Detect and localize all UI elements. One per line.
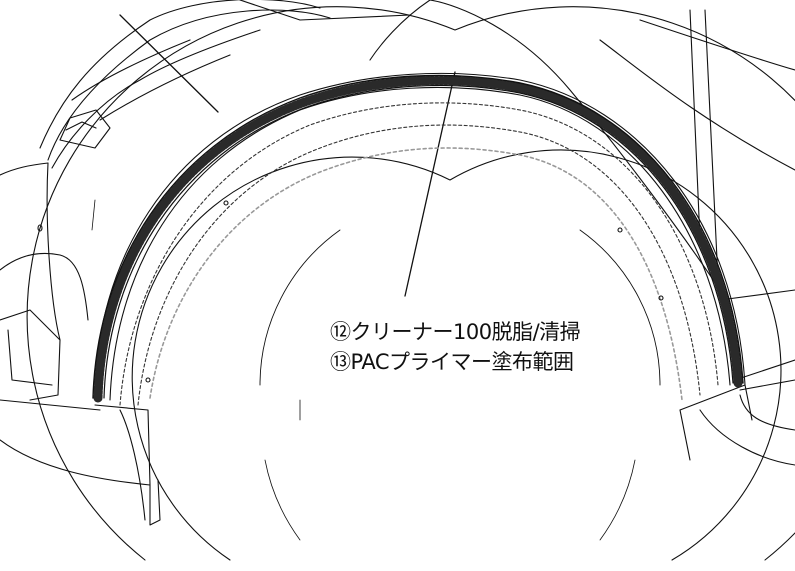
arch-molding <box>92 74 744 403</box>
headlight-outline <box>39 0 411 169</box>
tire-outline <box>26 6 795 561</box>
fender-arch <box>94 72 753 486</box>
bumper-outline <box>0 162 161 526</box>
instruction-label-cleaner: ⑫クリーナー100脱脂/清掃 <box>330 320 581 344</box>
instruction-label-primer: ⑬PACプライマー塗布範囲 <box>330 350 574 374</box>
leader-lines <box>119 14 456 297</box>
body-lines <box>369 0 795 466</box>
dashed-boundaries <box>119 102 719 406</box>
